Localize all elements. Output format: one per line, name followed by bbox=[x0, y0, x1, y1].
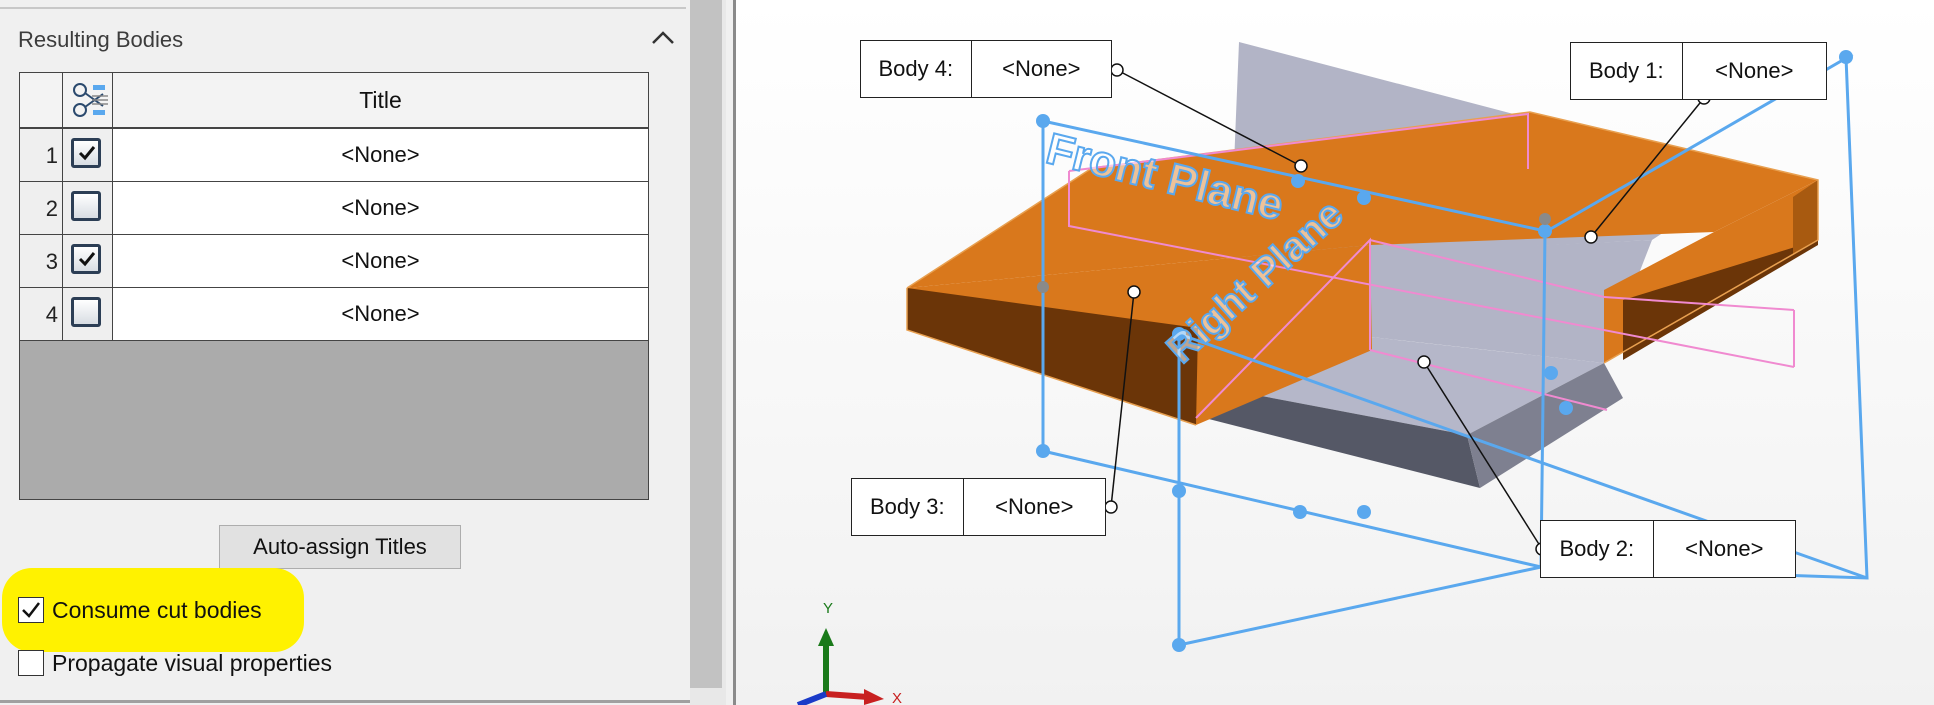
split-edges bbox=[1068, 112, 1795, 419]
model-graphics: Front Plane Right Plane Y X bbox=[796, 42, 1869, 705]
propagate-visual-properties-label: Propagate visual properties bbox=[52, 649, 332, 676]
body-4-callout[interactable]: Body 4: <None> bbox=[860, 40, 1112, 98]
title-column-header[interactable]: Title bbox=[359, 86, 402, 113]
propagate-visual-properties-option[interactable]: Propagate visual properties bbox=[18, 648, 332, 678]
table-row: 2 <None> bbox=[20, 182, 648, 235]
consume-cut-bodies-checkbox[interactable] bbox=[18, 597, 44, 623]
body-title-cell[interactable]: <None> bbox=[341, 248, 420, 273]
consume-checkbox[interactable] bbox=[71, 244, 101, 274]
table-row: 1 <None> bbox=[20, 129, 648, 182]
callout-label: Body 1: bbox=[1571, 43, 1683, 99]
section-title: Resulting Bodies bbox=[18, 27, 184, 52]
row-number: 2 bbox=[20, 182, 63, 234]
callout-value[interactable]: <None> bbox=[1002, 56, 1081, 81]
body-title-cell[interactable]: <None> bbox=[341, 301, 420, 326]
callout-label: Body 2: bbox=[1541, 521, 1654, 577]
consume-cut-bodies-label: Consume cut bodies bbox=[52, 596, 262, 623]
consume-checkbox[interactable] bbox=[71, 191, 101, 221]
callout-label: Body 4: bbox=[861, 41, 972, 97]
row-number: 3 bbox=[20, 235, 63, 287]
hidden-handles bbox=[1037, 213, 1551, 293]
callout-leaders bbox=[1110, 69, 1705, 550]
body-1-callout[interactable]: Body 1: <None> bbox=[1570, 42, 1827, 100]
panel-splitter[interactable] bbox=[726, 0, 736, 705]
callout-value[interactable]: <None> bbox=[1685, 536, 1764, 561]
callout-value[interactable]: <None> bbox=[995, 494, 1074, 519]
property-manager-panel: Resulting Bodies Title 1 bbox=[0, 0, 690, 705]
consume-cell bbox=[63, 182, 113, 234]
view-triad[interactable]: Y X bbox=[796, 600, 902, 705]
callout-value[interactable]: <None> bbox=[1715, 58, 1794, 83]
row-number: 1 bbox=[20, 129, 63, 181]
triad-y-label: Y bbox=[823, 600, 833, 617]
resulting-bodies-table: Title 1 <None> 2 <None> 3 <None> 4 bbox=[19, 72, 649, 500]
row-number-header bbox=[20, 73, 63, 127]
panel-top-divider bbox=[0, 7, 686, 9]
consume-cell bbox=[63, 235, 113, 287]
table-row: 3 <None> bbox=[20, 235, 648, 288]
row-number: 4 bbox=[20, 288, 63, 340]
consume-checkbox[interactable] bbox=[71, 138, 101, 168]
consume-cell bbox=[63, 129, 113, 181]
callout-label: Body 3: bbox=[852, 479, 964, 535]
auto-assign-titles-button[interactable]: Auto-assign Titles bbox=[219, 525, 461, 569]
body-title-cell[interactable]: <None> bbox=[341, 195, 420, 220]
triad-x-label: X bbox=[892, 690, 902, 705]
propagate-visual-properties-checkbox[interactable] bbox=[18, 650, 44, 676]
consume-checkbox[interactable] bbox=[71, 297, 101, 327]
cut-bodies-icon bbox=[73, 83, 108, 117]
chevron-up-icon[interactable] bbox=[648, 24, 678, 52]
consume-cell bbox=[63, 288, 113, 340]
graphics-viewport[interactable]: Front Plane Right Plane Y X Body 4: bbox=[736, 0, 1934, 705]
plane-handles[interactable] bbox=[1036, 50, 1853, 652]
annotation-highlight bbox=[2, 568, 304, 652]
panel-scrollbar-thumb[interactable] bbox=[690, 0, 722, 688]
panel-bottom-divider bbox=[0, 700, 690, 703]
consume-column-header[interactable] bbox=[63, 73, 113, 127]
body-2-callout[interactable]: Body 2: <None> bbox=[1540, 520, 1796, 578]
table-row: 4 <None> bbox=[20, 288, 648, 341]
body-3-callout[interactable]: Body 3: <None> bbox=[851, 478, 1106, 536]
body-title-cell[interactable]: <None> bbox=[341, 142, 420, 167]
consume-cut-bodies-option[interactable]: Consume cut bodies bbox=[18, 595, 262, 625]
table-header: Title bbox=[20, 73, 648, 129]
